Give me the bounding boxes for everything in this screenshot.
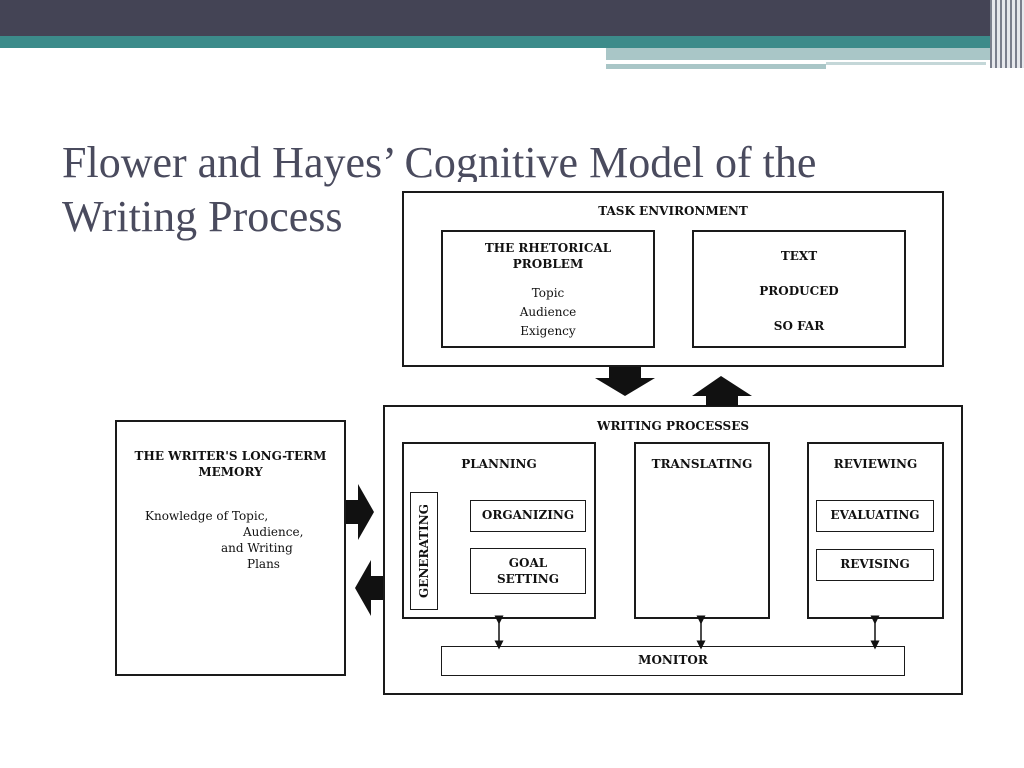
long-term-memory-title: THE WRITER'S LONG-TERM MEMORY: [134, 449, 327, 479]
goal-setting-box: GOAL SETTING: [470, 548, 586, 594]
text-produced-line-2: PRODUCED: [759, 284, 839, 298]
rhetorical-item-audience: Audience: [519, 305, 577, 319]
planning-label: PLANNING: [461, 457, 537, 471]
monitor-label: MONITOR: [638, 653, 708, 667]
memory-body-line-2: Audience,: [243, 525, 304, 539]
long-term-memory-box: THE WRITER'S LONG-TERM MEMORY Knowledge …: [115, 420, 346, 676]
reviewing-label: REVIEWING: [833, 457, 918, 471]
header-accent-strip: [606, 48, 1001, 60]
generating-box: GENERATING: [410, 492, 438, 610]
memory-body-line-1: Knowledge of Topic,: [145, 509, 269, 523]
slide-title-line-2: Writing Process: [62, 192, 343, 241]
rhetorical-problem-box: THE RHETORICAL PROBLEM Topic Audience Ex…: [441, 230, 655, 348]
memory-body-line-3: and Writing: [221, 541, 293, 555]
rhetorical-item-exigency: Exigency: [520, 324, 576, 338]
evaluating-box: EVALUATING: [816, 500, 934, 532]
rhetorical-item-topic: Topic: [531, 286, 565, 300]
header-accent-line: [606, 64, 826, 69]
header-stripes: [990, 0, 1024, 68]
slide-title: Flower and Hayes’ Cognitive Model of the…: [62, 136, 942, 244]
memory-body-line-4: Plans: [247, 557, 280, 571]
translating-label: TRANSLATING: [651, 457, 753, 471]
header-bar: [0, 0, 1024, 36]
header-accent-bar: [0, 36, 1024, 48]
arrow-down-to-processes: [595, 367, 655, 396]
revising-label: REVISING: [840, 557, 910, 571]
task-environment-label: TASK ENVIRONMENT: [598, 204, 748, 218]
goal-setting-label: GOAL SETTING: [496, 556, 560, 586]
text-produced-box: TEXT PRODUCED SO FAR: [692, 230, 906, 348]
evaluating-label: EVALUATING: [830, 508, 920, 522]
writing-processes-label: WRITING PROCESSES: [596, 419, 750, 433]
text-produced-line-3: SO FAR: [773, 319, 825, 333]
slide-title-line-1: Flower and Hayes’ Cognitive Model of the: [62, 138, 817, 187]
arrow-up-to-text: [692, 376, 752, 406]
text-produced-line-1: TEXT: [780, 249, 818, 263]
header-accent-line-2: [826, 62, 986, 65]
arrow-left-to-memory: [355, 560, 383, 616]
monitor-box: MONITOR: [441, 646, 905, 676]
rhetorical-problem-title: THE RHETORICAL PROBLEM: [484, 241, 612, 271]
organizing-label: ORGANIZING: [481, 508, 575, 522]
organizing-box: ORGANIZING: [470, 500, 586, 532]
arrow-right-to-processes: [346, 484, 374, 540]
revising-box: REVISING: [816, 549, 934, 581]
translating-box: TRANSLATING: [634, 442, 770, 619]
